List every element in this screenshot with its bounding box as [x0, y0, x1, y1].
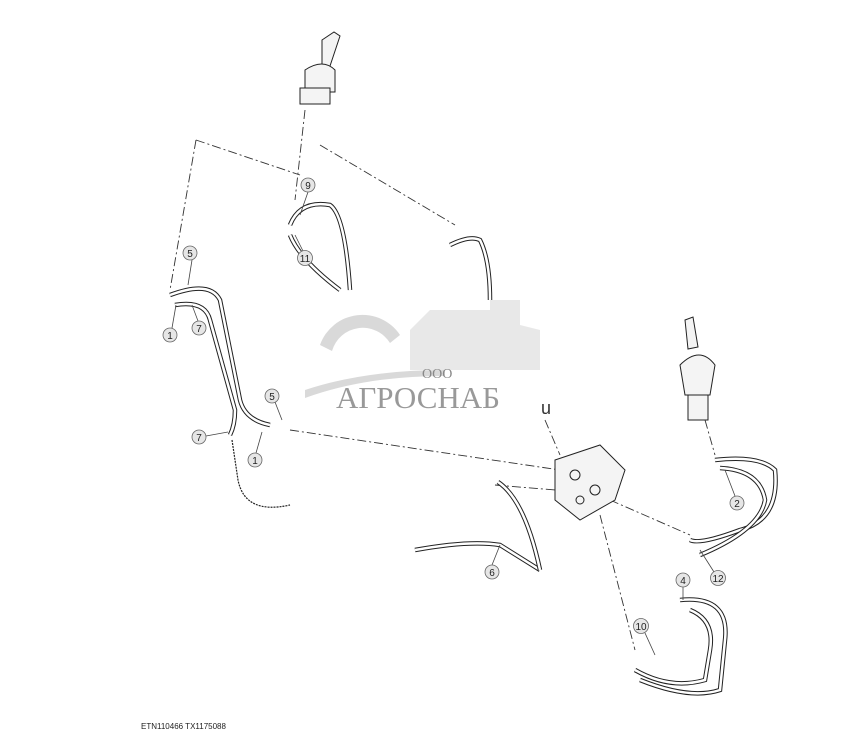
callout-1-lower: 1	[247, 431, 263, 468]
svg-text:9: 9	[305, 181, 311, 192]
joystick-right	[679, 316, 716, 421]
callouts: 9 11 5 1 7 5 7 1 2 12 4 6 10	[162, 177, 745, 656]
svg-text:7: 7	[196, 433, 202, 444]
callout-2: 2	[724, 469, 745, 511]
watermark-logo: ООО АГРОСНАБ u	[305, 300, 551, 418]
callout-10: 10	[633, 618, 656, 656]
figure-code: ETN110466 TX1175088	[141, 722, 226, 731]
callout-6: 6	[484, 544, 501, 580]
callout-7-lower: 7	[191, 429, 229, 445]
joystick-upper	[299, 31, 341, 105]
control-valve	[554, 444, 626, 521]
callout-9: 9	[299, 177, 316, 216]
callout-11: 11	[294, 234, 313, 266]
callout-7: 7	[191, 304, 207, 336]
callout-5: 5	[182, 245, 198, 286]
svg-text:10: 10	[635, 622, 647, 633]
diagram-label-fragment: u	[541, 398, 551, 418]
svg-text:7: 7	[196, 324, 202, 335]
svg-text:12: 12	[712, 574, 724, 585]
callout-1: 1	[162, 304, 178, 343]
callout-5-lower: 5	[264, 388, 283, 421]
hose-left	[169, 286, 291, 508]
hose-upper	[287, 201, 493, 301]
svg-text:6: 6	[489, 568, 495, 579]
svg-text:4: 4	[680, 576, 686, 587]
hose-6	[414, 480, 543, 572]
svg-text:1: 1	[252, 456, 258, 467]
watermark-name: АГРОСНАБ	[336, 380, 500, 415]
assembly-leaders	[169, 109, 716, 651]
watermark-prefix: ООО	[422, 367, 452, 382]
svg-text:5: 5	[187, 249, 193, 260]
callout-12: 12	[699, 549, 726, 586]
svg-text:1: 1	[167, 331, 173, 342]
hose-right	[633, 456, 778, 696]
svg-text:2: 2	[734, 499, 740, 510]
svg-text:5: 5	[269, 392, 275, 403]
svg-text:11: 11	[300, 254, 311, 265]
callout-4: 4	[675, 572, 691, 600]
